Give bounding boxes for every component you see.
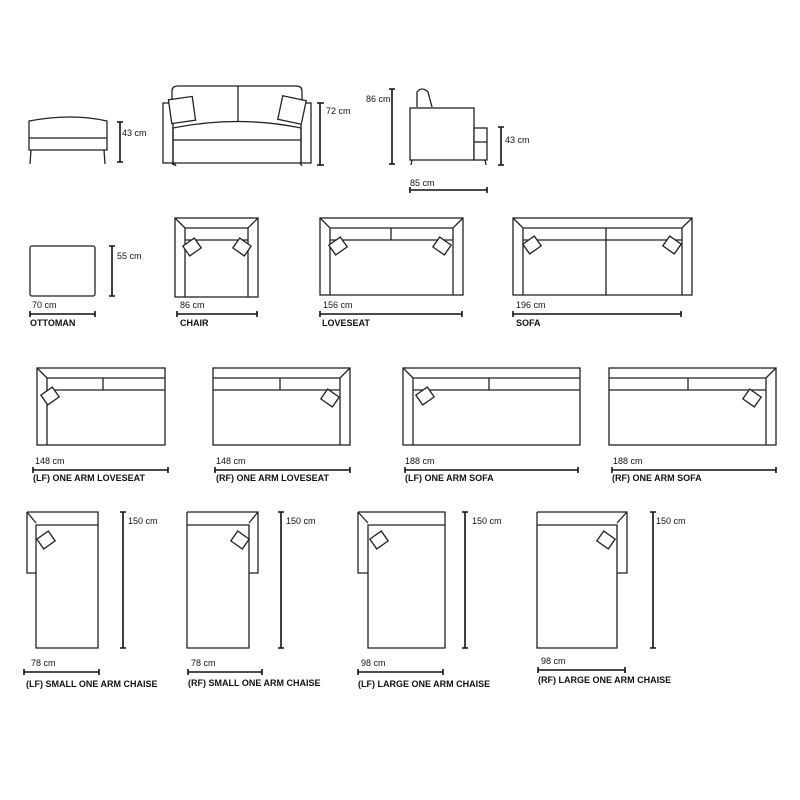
sofa-height-label: 72 cm — [326, 106, 351, 116]
lf-one-arm-sofa-title: (LF) ONE ARM SOFA — [405, 473, 494, 483]
loveseat-title: LOVESEAT — [322, 318, 370, 328]
lf-one-arm-loveseat-title: (LF) ONE ARM LOVESEAT — [33, 473, 145, 483]
lf-small-chaise-width: 78 cm — [31, 658, 56, 668]
rf-one-arm-loveseat-title: (RF) ONE ARM LOVESEAT — [216, 473, 329, 483]
sofa-title: SOFA — [516, 318, 541, 328]
ottoman-height-dimension: 43 cm — [117, 121, 147, 163]
chair-width-label: 86 cm — [180, 300, 205, 310]
lf-one-arm-loveseat: 148 cm (LF) ONE ARM LOVESEAT — [32, 367, 169, 483]
rf-small-chaise-length: 150 cm — [286, 516, 316, 526]
total-height-label: 86 cm — [366, 94, 391, 104]
lf-one-arm-sofa: 188 cm (LF) ONE ARM SOFA — [402, 367, 581, 483]
rf-large-chaise-length: 150 cm — [656, 516, 686, 526]
ottoman-height-label: 43 cm — [122, 128, 147, 138]
lf-small-chaise-length: 150 cm — [128, 516, 158, 526]
rf-small-chaise-title: (RF) SMALL ONE ARM CHAISE — [188, 678, 321, 688]
lf-large-chaise: 150 cm 98 cm (LF) LARGE ONE ARM CHAISE — [357, 511, 502, 689]
lf-large-chaise-width: 98 cm — [361, 658, 386, 668]
lf-one-arm-sofa-width: 188 cm — [405, 456, 435, 466]
total-height-dimension: 86 cm — [366, 88, 395, 165]
sofa-side-view — [409, 88, 488, 166]
ottoman-title: OTTOMAN — [30, 318, 75, 328]
chair-top-view: 86 cm CHAIR — [174, 217, 259, 328]
ottoman-depth-label: 55 cm — [117, 251, 142, 261]
ottoman-front-view — [28, 116, 108, 165]
rf-large-chaise-width: 98 cm — [541, 656, 566, 666]
rf-one-arm-loveseat: 148 cm (RF) ONE ARM LOVESEAT — [212, 367, 351, 483]
ottoman-top-view: 55 cm 70 cm OTTOMAN — [29, 245, 142, 328]
sofa-front-view — [162, 85, 312, 167]
rf-large-chaise-title: (RF) LARGE ONE ARM CHAISE — [538, 675, 671, 685]
loveseat-width-label: 156 cm — [323, 300, 353, 310]
seat-height-label: 43 cm — [505, 135, 530, 145]
rf-small-chaise: 150 cm 78 cm (RF) SMALL ONE ARM CHAISE — [186, 511, 321, 688]
lf-large-chaise-title: (LF) LARGE ONE ARM CHAISE — [358, 679, 490, 689]
depth-dimension: 85 cm — [409, 178, 488, 193]
rf-one-arm-sofa: 188 cm (RF) ONE ARM SOFA — [608, 367, 777, 483]
lf-small-chaise-title: (LF) SMALL ONE ARM CHAISE — [26, 679, 158, 689]
chair-title: CHAIR — [180, 318, 209, 328]
loveseat-top-view: 156 cm LOVESEAT — [319, 217, 464, 328]
rf-small-chaise-width: 78 cm — [191, 658, 216, 668]
rf-large-chaise: 150 cm 98 cm (RF) LARGE ONE ARM CHAISE — [536, 511, 686, 685]
sofa-width-label: 196 cm — [516, 300, 546, 310]
rf-one-arm-sofa-width: 188 cm — [613, 456, 643, 466]
lf-small-chaise: 150 cm 78 cm (LF) SMALL ONE ARM CHAISE — [23, 511, 158, 689]
lf-large-chaise-length: 150 cm — [472, 516, 502, 526]
depth-label: 85 cm — [410, 178, 435, 188]
rf-one-arm-sofa-title: (RF) ONE ARM SOFA — [612, 473, 702, 483]
lf-one-arm-loveseat-width: 148 cm — [35, 456, 65, 466]
rf-one-arm-loveseat-width: 148 cm — [216, 456, 246, 466]
sofa-top-view: 196 cm SOFA — [512, 217, 693, 328]
seat-height-dimension: 43 cm — [498, 126, 530, 166]
ottoman-width-label: 70 cm — [32, 300, 57, 310]
sofa-height-dimension: 72 cm — [317, 102, 351, 166]
